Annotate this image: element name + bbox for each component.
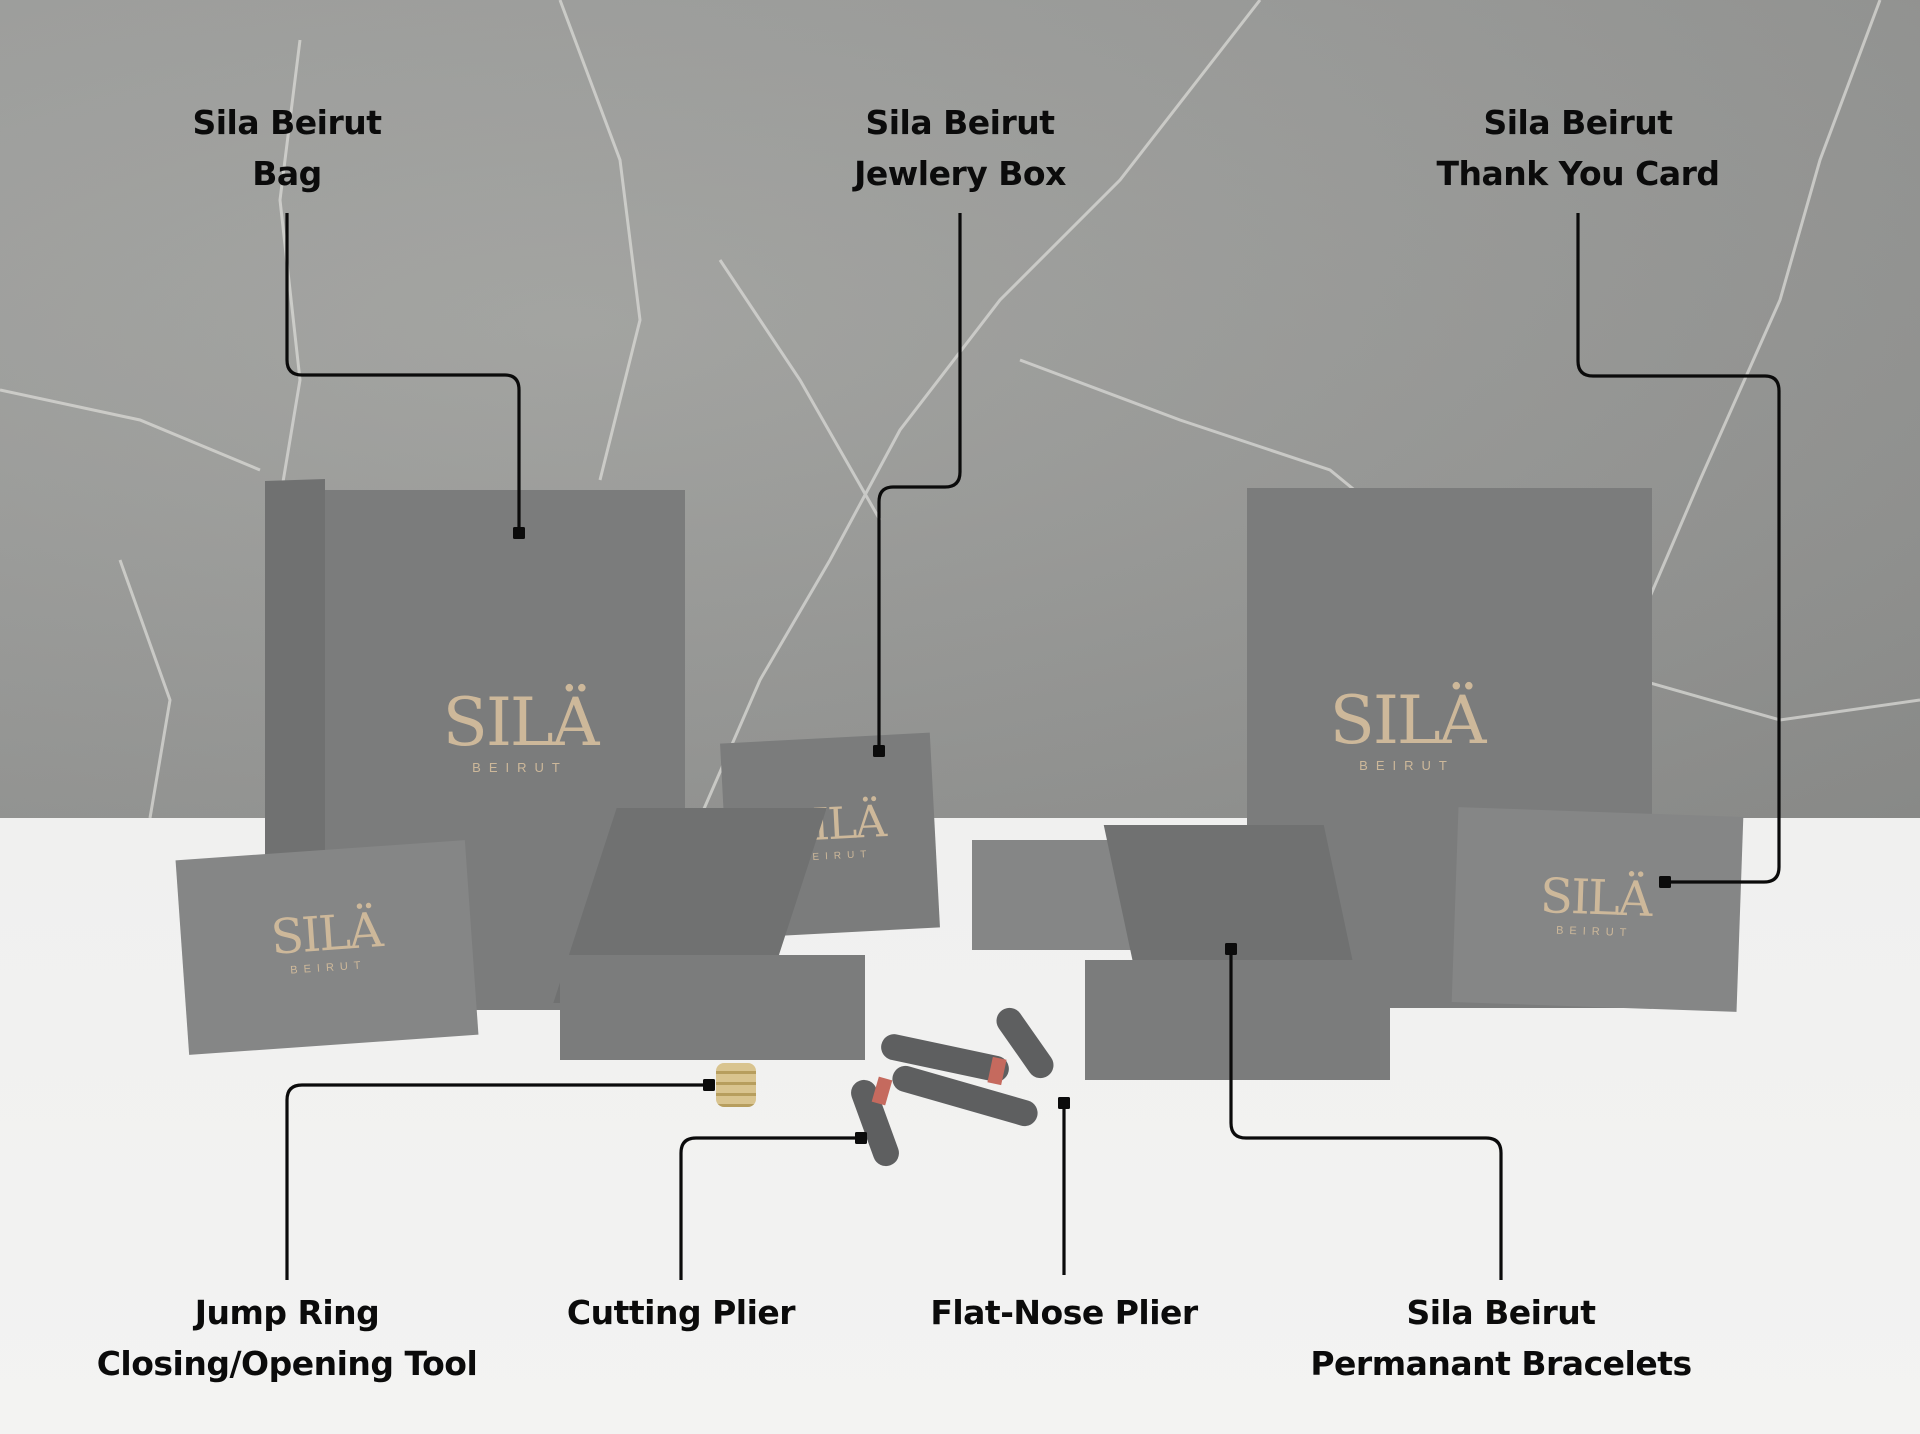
label-bracelets-line2: Permanant Bracelets: [1310, 1344, 1692, 1383]
label-bag-line2: Bag: [252, 154, 322, 193]
bracelets-callout-line: [1229, 952, 1503, 1280]
cutting-plier-marker-icon: [855, 1132, 867, 1144]
label-jump-ring-tool: Jump Ring Closing/Opening Tool: [97, 1287, 478, 1389]
label-bag: Sila Beirut Bag: [192, 97, 382, 199]
jewelry-box-marker-icon: [873, 745, 885, 757]
thank-you-card-marker-icon: [1659, 876, 1671, 888]
label-thank-you-card: Sila Beirut Thank You Card: [1436, 97, 1720, 199]
label-thank-you-card-line1: Sila Beirut: [1483, 103, 1673, 142]
label-thank-you-card-line2: Thank You Card: [1436, 154, 1720, 193]
label-bracelets: Sila Beirut Permanant Bracelets: [1310, 1287, 1692, 1389]
bag-callout-line: [285, 213, 521, 530]
jump-ring-marker-icon: [703, 1079, 715, 1091]
label-flat-nose-plier: Flat-Nose Plier: [930, 1287, 1198, 1338]
thank-you-card-callout-line: [1576, 213, 1781, 884]
open-jewelry-box-right-base: [1085, 960, 1390, 1080]
bag-marker-icon: [513, 527, 525, 539]
label-jewelry-box-line1: Sila Beirut: [865, 103, 1055, 142]
label-jewelry-box: Sila Beirut Jewlery Box: [854, 97, 1066, 199]
bag-logo-right: SILÄ BEIRUT: [1329, 682, 1487, 774]
jewelry-box-callout-line: [877, 213, 962, 748]
label-cutting-plier-line1: Cutting Plier: [566, 1293, 796, 1332]
label-jewelry-box-line2: Jewlery Box: [854, 154, 1066, 193]
jump-ring-callout-line: [285, 1083, 706, 1280]
jump-ring-tool: [716, 1063, 756, 1107]
label-cutting-plier: Cutting Plier: [566, 1287, 796, 1338]
label-bracelets-line1: Sila Beirut: [1406, 1293, 1596, 1332]
label-jump-ring-line2: Closing/Opening Tool: [96, 1344, 478, 1383]
bag-logo: SILÄ BEIRUT: [442, 684, 600, 776]
flat-nose-plier-marker-icon: [1058, 1097, 1070, 1109]
label-flat-nose-plier-line1: Flat-Nose Plier: [930, 1293, 1198, 1332]
label-jump-ring-line1: Jump Ring: [194, 1293, 380, 1332]
bracelets-marker-icon: [1225, 943, 1237, 955]
open-jewelry-box-left-base: [560, 955, 865, 1060]
label-bag-line1: Sila Beirut: [192, 103, 382, 142]
cutting-plier-callout-line: [679, 1136, 858, 1280]
